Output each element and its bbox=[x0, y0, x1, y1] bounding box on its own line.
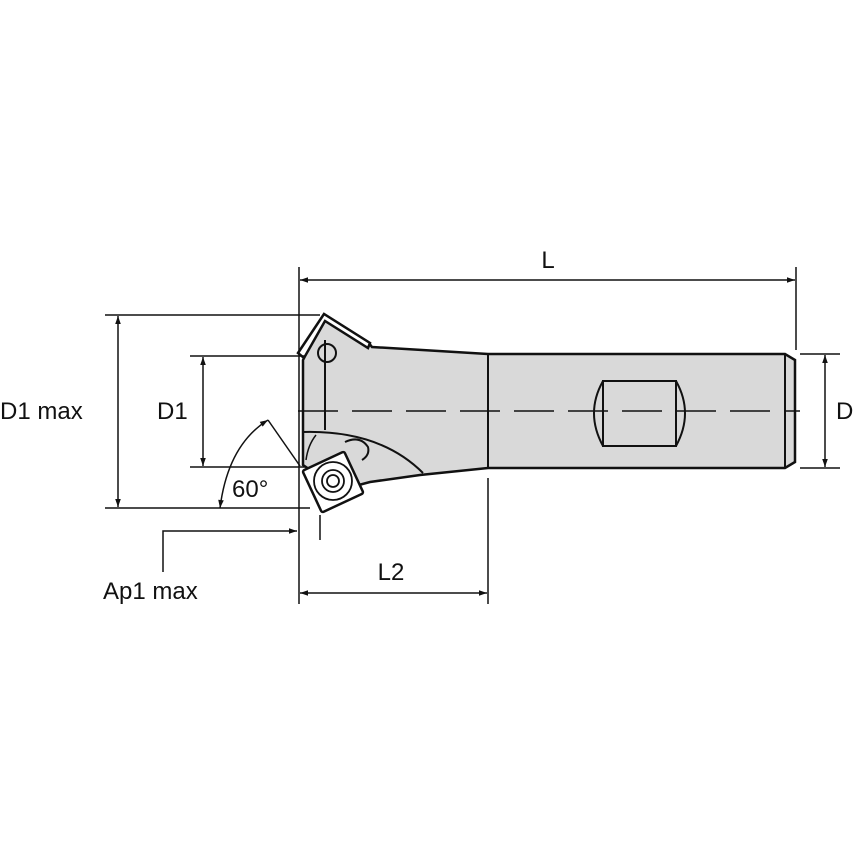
label-Ap1-max: Ap1 max bbox=[103, 578, 198, 605]
tool-body bbox=[301, 313, 797, 492]
label-D1-max: D1 max bbox=[0, 398, 83, 425]
label-D: D bbox=[836, 398, 853, 425]
bottom-insert bbox=[301, 450, 365, 514]
dim-Ap1-max bbox=[162, 528, 297, 572]
shank-flat bbox=[593, 380, 686, 447]
label-L: L bbox=[541, 247, 554, 274]
top-insert-screw bbox=[317, 343, 337, 363]
chip-pocket-arc bbox=[302, 430, 424, 474]
label-angle: 60° bbox=[232, 476, 268, 503]
top-insert bbox=[296, 312, 372, 360]
label-D1: D1 bbox=[157, 398, 188, 425]
dim-angle bbox=[218, 419, 269, 509]
label-L2: L2 bbox=[378, 559, 405, 586]
pocket-lobe bbox=[344, 438, 370, 461]
pocket-curve bbox=[305, 434, 317, 461]
